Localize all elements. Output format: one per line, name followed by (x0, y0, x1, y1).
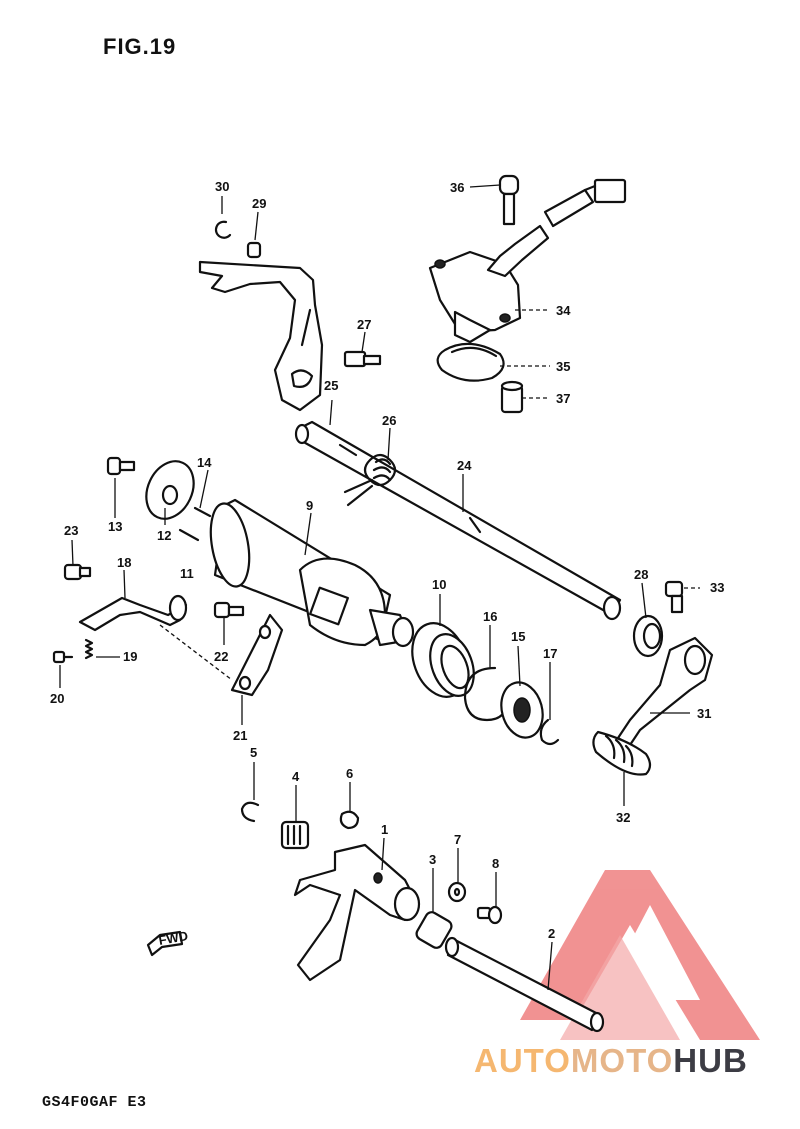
callout-22: 22 (214, 649, 228, 664)
callout-35: 35 (556, 359, 570, 374)
figure-title: FIG.19 (103, 34, 177, 59)
watermark-logo (520, 870, 760, 1040)
callout-11: 11 (180, 566, 194, 581)
part-18-cam-stopper (78, 594, 188, 632)
part-37-bush (500, 380, 524, 414)
model-code: GS4F0GAF E3 (42, 1094, 147, 1111)
callout-25: 25 (324, 378, 338, 393)
brand-auto: AUTO (474, 1042, 571, 1079)
part-34-neutral-switch (428, 178, 627, 344)
part-27-bolt (343, 350, 382, 368)
callout-26: 26 (382, 413, 396, 428)
part-31-shift-lever (616, 636, 714, 747)
callout-16: 16 (483, 609, 497, 624)
callout-33: 33 (710, 580, 724, 595)
part-11-pin (178, 528, 200, 542)
part-1-shift-fork (293, 843, 421, 982)
callout-2: 2 (548, 926, 555, 941)
callout-17: 17 (543, 646, 557, 661)
callout-18: 18 (117, 555, 131, 570)
part-21-plate (230, 613, 284, 697)
callout-4: 4 (292, 769, 300, 784)
part-24-shift-shaft (294, 420, 622, 621)
part-36-bolt (498, 174, 520, 226)
fwd-label: FWD (157, 928, 189, 948)
callout-10: 10 (432, 577, 446, 592)
part-9-shift-cam (209, 498, 415, 648)
callout-8: 8 (492, 856, 499, 871)
part-13-bolt (106, 456, 136, 476)
callout-36: 36 (450, 180, 464, 195)
callout-14: 14 (197, 455, 212, 470)
callout-15: 15 (511, 629, 525, 644)
part-28-oil-seal (632, 614, 664, 658)
part-6-pin (339, 810, 360, 830)
part-7-washer (447, 881, 467, 903)
part-30-circlip (214, 220, 232, 239)
part-17-circlip (539, 718, 560, 746)
callout-29: 29 (252, 196, 266, 211)
callout-28: 28 (634, 567, 648, 582)
callout-20: 20 (50, 691, 64, 706)
part-29-pin (246, 241, 262, 259)
callout-6: 6 (346, 766, 353, 781)
part-12-plate (145, 460, 195, 520)
part-23-bolt (63, 563, 92, 581)
part-20-bolt (52, 650, 74, 664)
part-19-spring (84, 638, 94, 660)
callout-31: 31 (697, 706, 711, 721)
part-3-bush (415, 911, 453, 949)
callouts: 30 29 27 25 26 24 36 34 35 37 14 13 12 1… (50, 179, 724, 948)
part-15-bearing (500, 681, 544, 739)
part-4-roller (280, 820, 310, 850)
callout-23: 23 (64, 523, 78, 538)
callout-30: 30 (215, 179, 229, 194)
part-14-pin (193, 506, 212, 518)
callout-34: 34 (556, 303, 571, 318)
callout-21: 21 (233, 728, 247, 743)
part-8-screw (476, 905, 503, 925)
callout-1: 1 (381, 822, 388, 837)
brand-hub: HUB (673, 1042, 748, 1079)
part-22-bolt (213, 601, 245, 619)
brand-moto: MOTO (570, 1042, 674, 1079)
callout-19: 19 (123, 649, 137, 664)
part-33-bolt (664, 580, 684, 614)
callout-32: 32 (616, 810, 630, 825)
callout-24: 24 (457, 458, 472, 473)
part-2-fork-shaft (444, 936, 605, 1033)
part-32-rubber (592, 730, 652, 776)
fwd-arrow-icon (146, 930, 184, 957)
callout-12: 12 (157, 528, 171, 543)
callout-5: 5 (250, 745, 257, 760)
callout-3: 3 (429, 852, 436, 867)
callout-37: 37 (556, 391, 570, 406)
part-25-shift-arm (198, 260, 324, 412)
part-26-return-spring (343, 453, 397, 507)
part-35-o-ring (436, 342, 505, 382)
watermark-brand: AUTOMOTOHUB (474, 1042, 748, 1080)
callout-27: 27 (357, 317, 371, 332)
callout-7: 7 (454, 832, 461, 847)
part-10-bearing (411, 622, 475, 698)
leader-lines (59, 184, 700, 991)
callout-9: 9 (306, 498, 313, 513)
part-5-circlip (240, 801, 260, 823)
callout-13: 13 (108, 519, 122, 534)
